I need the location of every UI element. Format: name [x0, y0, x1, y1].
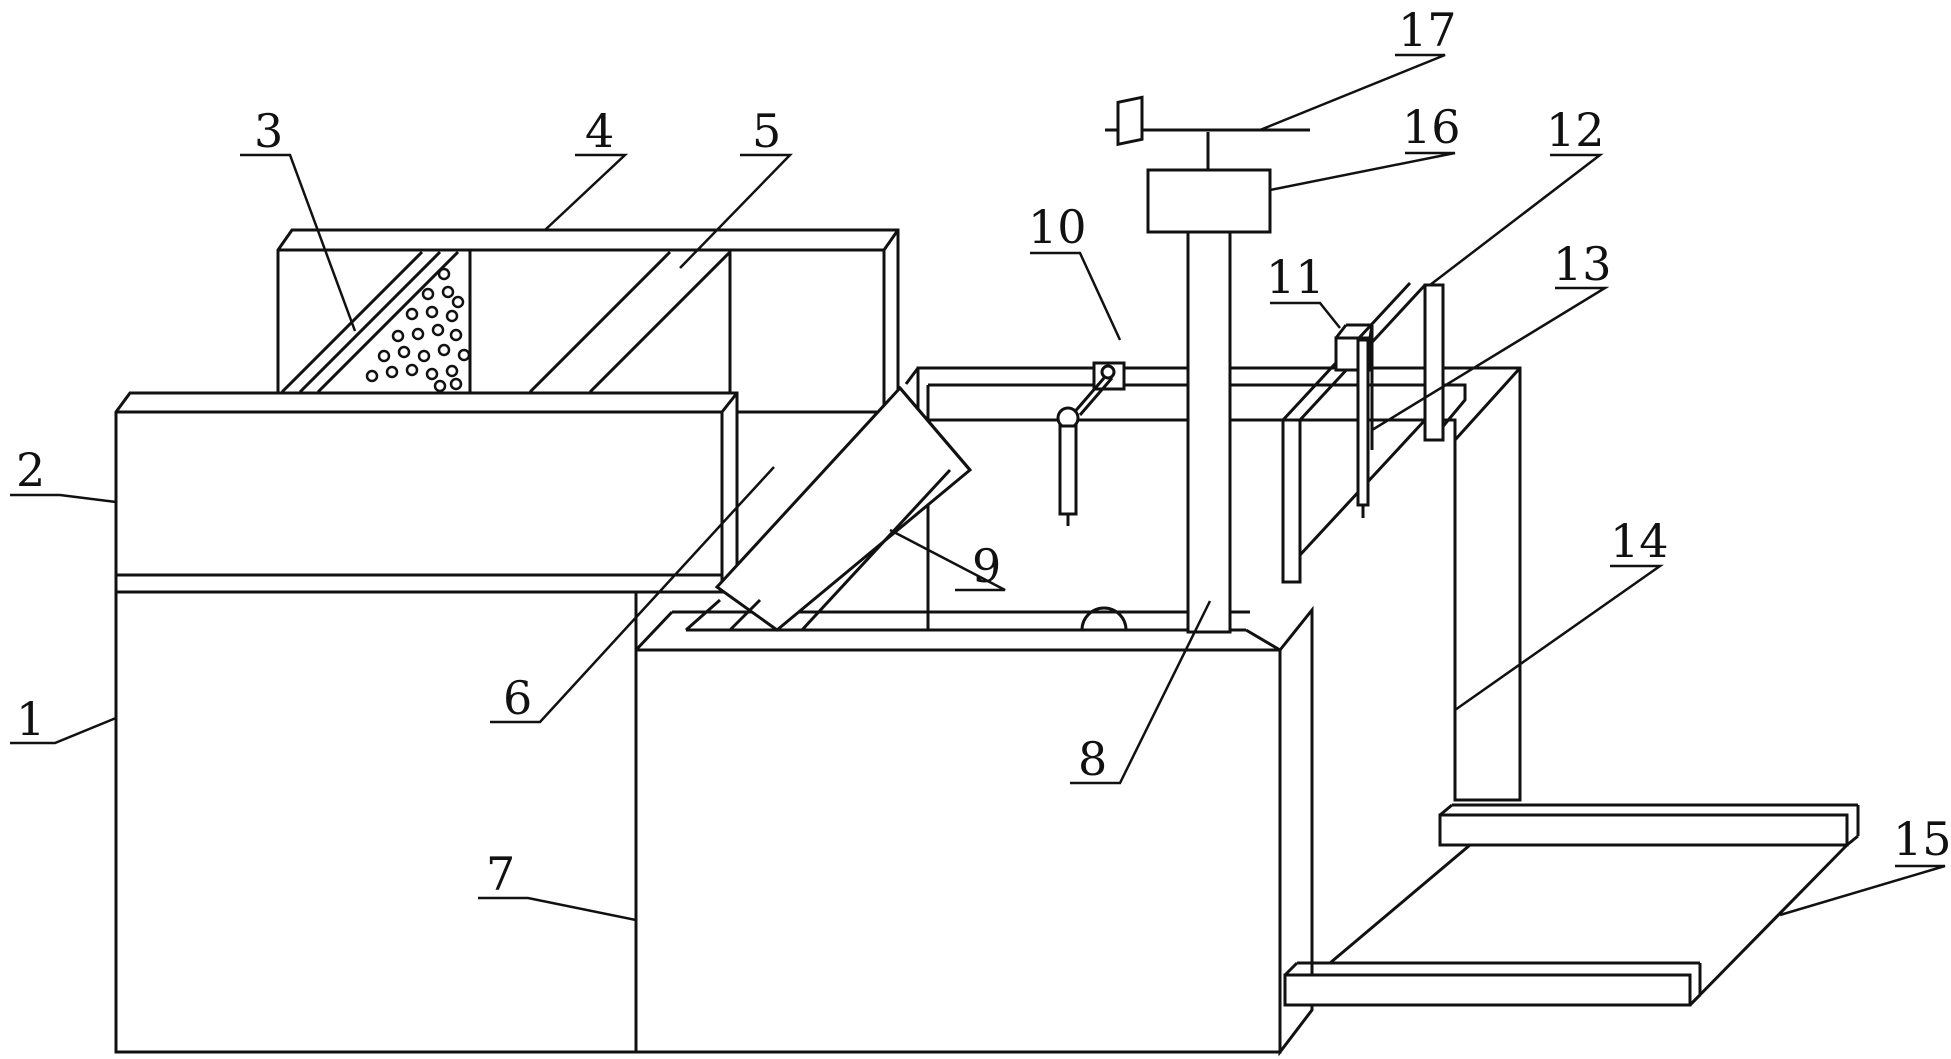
front-tank	[634, 605, 1314, 1057]
label-2: 2	[16, 443, 45, 497]
part-labels: 1 2 3 4 5 6 7 8 9 10 11 12 13 14 15 16 1…	[16, 3, 1951, 901]
label-17: 17	[1398, 3, 1457, 57]
sensor-arm	[1056, 95, 1144, 526]
label-6: 6	[503, 671, 532, 725]
bracket-frame	[1281, 281, 1445, 584]
label-1: 1	[16, 692, 45, 746]
left-base-block	[114, 391, 739, 1054]
label-8: 8	[1078, 732, 1107, 786]
label-15: 15	[1893, 812, 1951, 866]
chute	[685, 385, 973, 632]
label-7: 7	[486, 847, 515, 901]
label-5: 5	[752, 104, 781, 158]
label-4: 4	[585, 104, 614, 158]
outlet-board	[1283, 803, 1860, 1007]
leader-lines	[10, 53, 1946, 922]
granule-fill	[365, 267, 471, 393]
upper-hopper-box	[276, 228, 900, 414]
label-14: 14	[1610, 514, 1669, 568]
label-10: 10	[1028, 200, 1087, 254]
label-11: 11	[1266, 250, 1325, 304]
label-3: 3	[254, 104, 283, 158]
label-16: 16	[1402, 100, 1461, 154]
label-13: 13	[1553, 237, 1612, 291]
label-12: 12	[1546, 103, 1605, 157]
floor-hump	[1080, 606, 1128, 631]
column-assembly	[1105, 128, 1310, 634]
label-9: 9	[972, 539, 1001, 593]
